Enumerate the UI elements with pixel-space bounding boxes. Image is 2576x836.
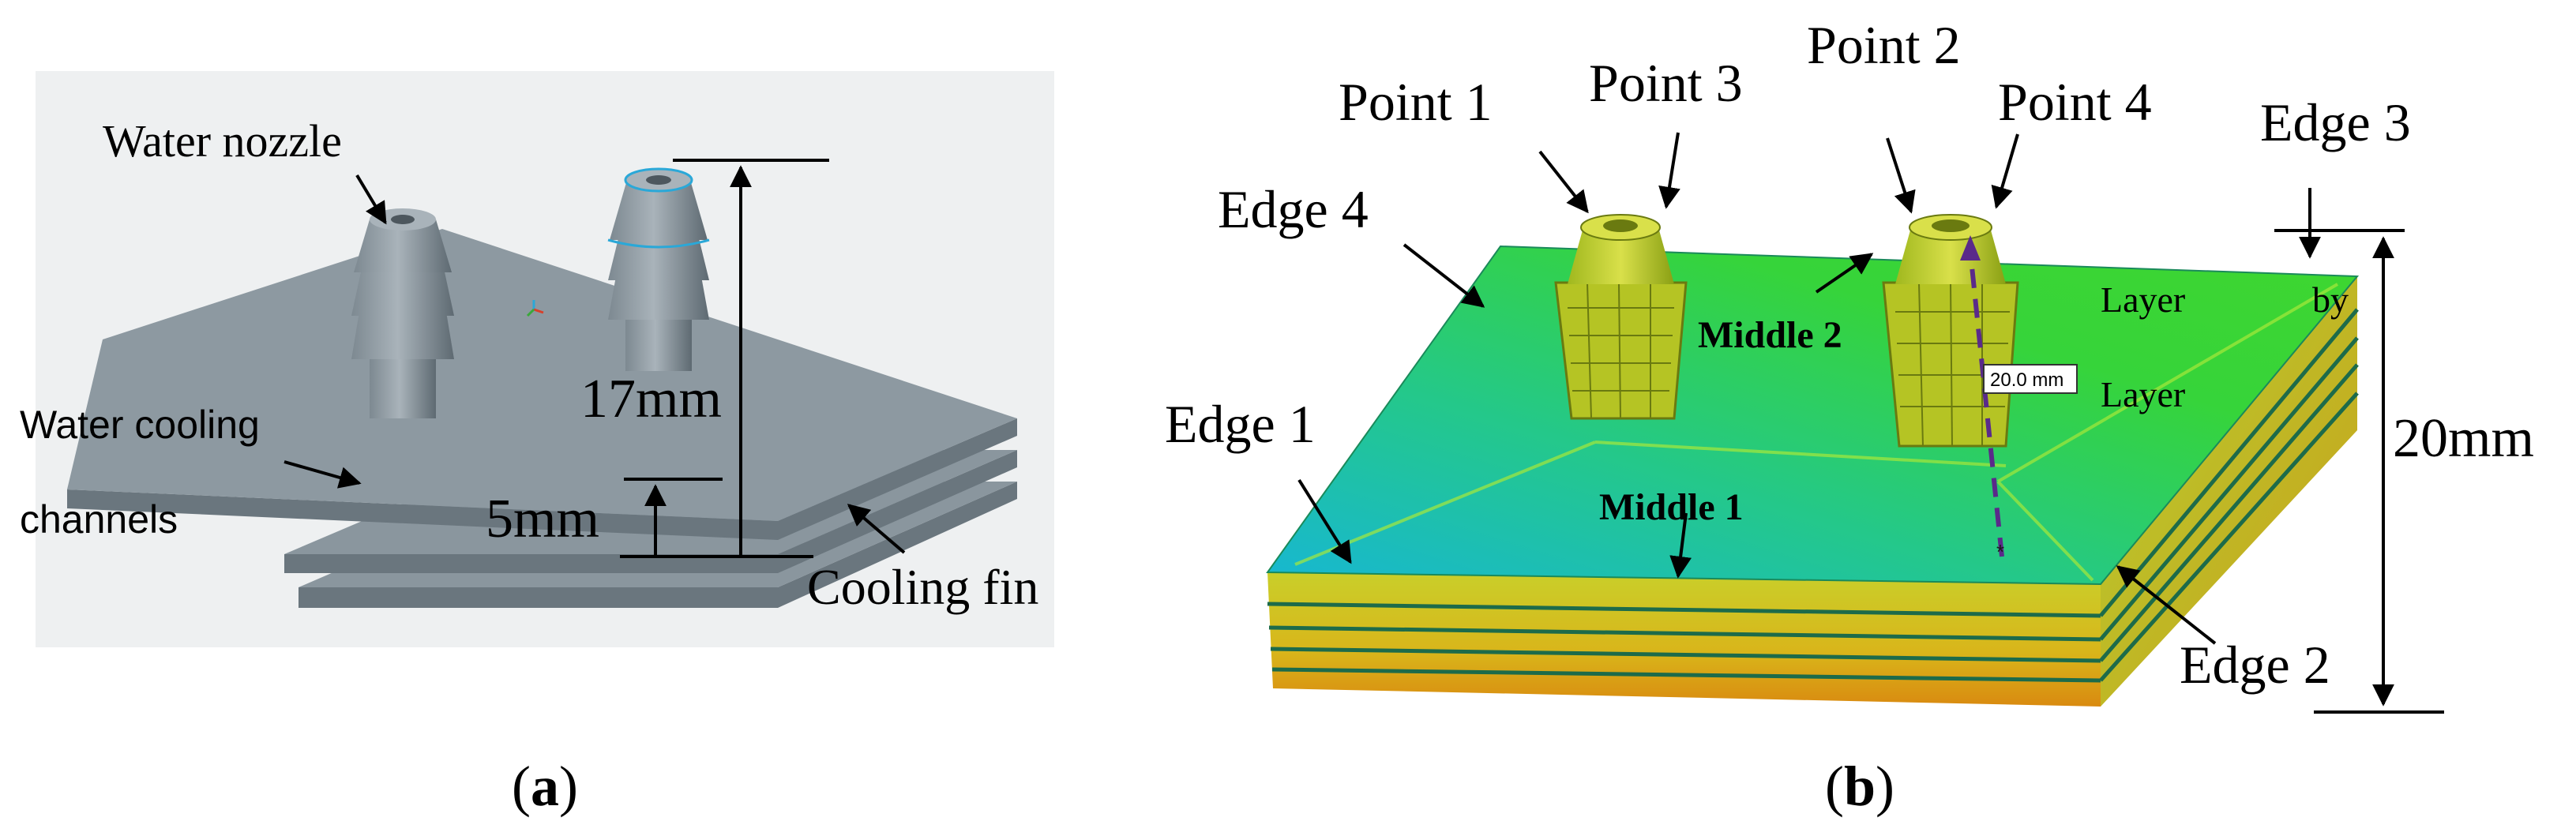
measure-tag: 20.0 mm (1990, 369, 2063, 391)
arrow-water-nozzle (355, 174, 387, 225)
label-edge3: Edge 3 (2260, 92, 2411, 152)
nozzle-b1 (1554, 214, 1688, 420)
top-surface (1266, 245, 2360, 586)
plate-1-top (67, 229, 1017, 521)
arrow-edge2 (2116, 565, 2217, 645)
arrow-point3 (1658, 132, 1680, 209)
panel-b: * 20.0 mm Point 1 Point 3 Point 2 (1165, 15, 2534, 818)
label-edge2: Edge 2 (2180, 635, 2330, 695)
svg-text:*: * (1996, 540, 2004, 564)
water-nozzle-1 (351, 208, 454, 418)
label-layer-2: Layer (2101, 374, 2185, 414)
label-cooling-fin: Cooling fin (807, 559, 1038, 615)
label-point4: Point 4 (1998, 72, 2152, 132)
label-water-cooling-line1: Water cooling (20, 403, 260, 447)
label-dim-17mm: 17mm (580, 369, 722, 429)
panel-a: Water nozzle Water cooling channels 17mm… (20, 71, 1054, 818)
arrow-middle2 (1815, 253, 1874, 294)
measurement-probe: * 20.0 mm (1960, 235, 2078, 564)
label-middle1: Middle 1 (1599, 486, 1744, 528)
label-point3: Point 3 (1589, 53, 1743, 113)
water-nozzle-2 (607, 167, 710, 371)
caption-b: (b) (1825, 755, 1894, 818)
label-edge1: Edge 1 (1165, 394, 1316, 454)
axis-triad-icon (526, 300, 544, 317)
arrow-point4 (1991, 133, 2019, 209)
label-point2: Point 2 (1807, 15, 1961, 75)
plate-2-side (284, 450, 1017, 573)
caption-a: (a) (512, 755, 578, 818)
arrow-cooling-fin (847, 504, 906, 554)
plate-3-side (299, 482, 1017, 608)
label-water-nozzle: Water nozzle (103, 115, 342, 167)
label-dim-5mm: 5mm (486, 489, 599, 549)
arrow-edge4 (1403, 243, 1485, 308)
layer-stack (1267, 276, 2359, 707)
arrow-point2 (1886, 137, 1916, 214)
arrow-edge1 (1297, 478, 1352, 564)
label-by: by (2312, 279, 2349, 320)
label-point1: Point 1 (1339, 72, 1493, 132)
label-layer-1: Layer (2101, 279, 2185, 320)
label-dim-20mm: 20mm (2393, 408, 2534, 469)
annotation-arrows (1297, 132, 2321, 645)
label-middle2: Middle 2 (1698, 314, 1842, 356)
dimension-5mm (624, 478, 723, 557)
dimension-20mm (2274, 229, 2444, 714)
arrow-point1 (1538, 150, 1589, 214)
label-water-cooling-line2: channels (20, 497, 178, 542)
dimension-17mm (620, 159, 829, 558)
label-edge4: Edge 4 (1218, 179, 1369, 239)
arrow-middle1 (1669, 512, 1692, 579)
plate-1-side (67, 418, 1017, 540)
arrow-water-cooling (284, 460, 362, 489)
nozzle-b2 (1882, 214, 2019, 448)
